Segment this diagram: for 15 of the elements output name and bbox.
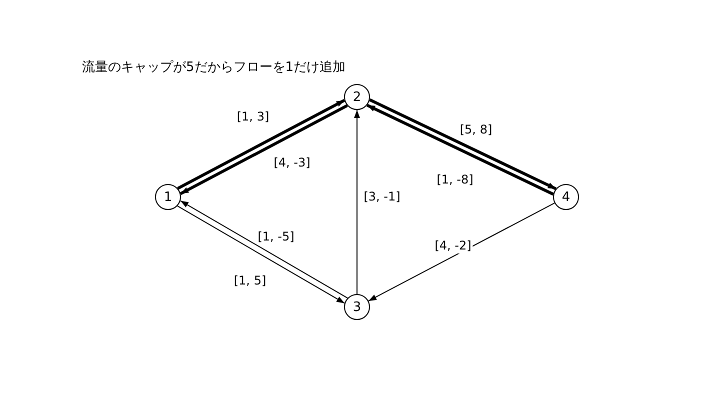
edge-label: [5, 8] (458, 122, 494, 138)
edge-label: [3, -1] (362, 190, 402, 204)
title: 流量のキャップが5だからフローを1だけ追加 (82, 60, 346, 76)
edge-label: [1, -5] (256, 230, 296, 244)
arrow (354, 110, 360, 294)
edge-label: [1, -8] (436, 172, 474, 188)
arrow (368, 202, 555, 302)
edge-label: [4, -2] (434, 238, 472, 254)
node-circle: 3 (344, 294, 370, 320)
edge-label: [1, 3] (236, 110, 270, 124)
node-circle: 1 (155, 184, 181, 210)
node-circle: 2 (344, 84, 370, 110)
edge-label: [4, -3] (272, 156, 312, 170)
edge-label: [1, 5] (232, 274, 268, 288)
node-circle: 4 (553, 184, 579, 210)
